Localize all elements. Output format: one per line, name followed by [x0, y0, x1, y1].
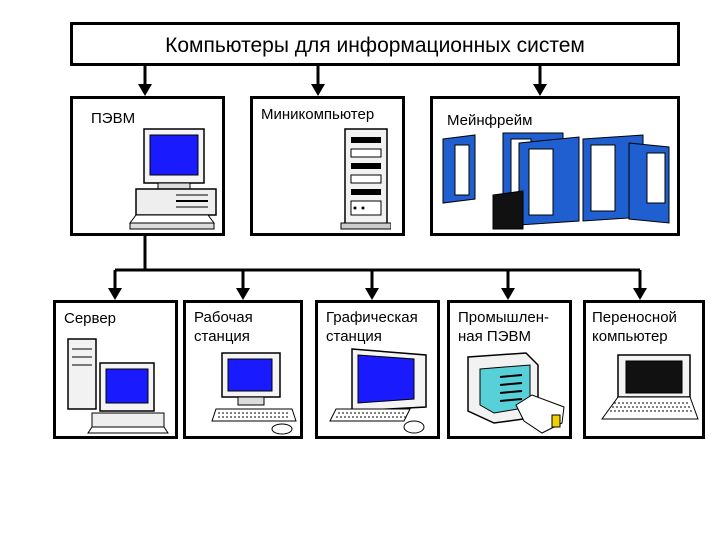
node-industrial-pc: Промышлен- ная ПЭВМ — [447, 300, 572, 439]
node-workstation: Рабочая станция — [183, 300, 303, 439]
node-laptop: Переносной компьютер — [583, 300, 705, 439]
laptop-icon — [601, 354, 699, 420]
node-server: Сервер — [53, 300, 178, 439]
node-minicomputer: Миникомпьютер — [250, 96, 405, 236]
node-laptop-label: Переносной компьютер — [592, 309, 677, 345]
node-minicomputer-label: Миникомпьютер — [261, 106, 375, 123]
node-industrial-pc-label: Промышлен- ная ПЭВМ — [458, 309, 549, 345]
industrial-pc-icon — [467, 352, 565, 434]
node-pc-label: ПЭВМ — [91, 110, 136, 127]
mainframe-icon — [442, 132, 670, 230]
pc-icon — [129, 128, 217, 230]
node-graphic-station: Графическая станция — [315, 300, 440, 439]
title-box: Компьютеры для информационных систем — [70, 22, 680, 66]
graphic-station-icon — [329, 348, 427, 434]
node-graphic-station-label: Графическая станция — [326, 309, 418, 345]
node-pc: ПЭВМ — [70, 96, 225, 236]
node-server-label: Сервер — [64, 310, 117, 327]
diagram-title: Компьютеры для информационных систем — [165, 34, 585, 57]
node-mainframe: Мейнфрейм — [430, 96, 680, 236]
workstation-icon — [211, 352, 297, 435]
minicomputer-icon — [340, 128, 391, 230]
server-icon — [67, 338, 169, 434]
node-workstation-label: Рабочая станция — [194, 309, 253, 345]
node-mainframe-label: Мейнфрейм — [447, 112, 533, 129]
